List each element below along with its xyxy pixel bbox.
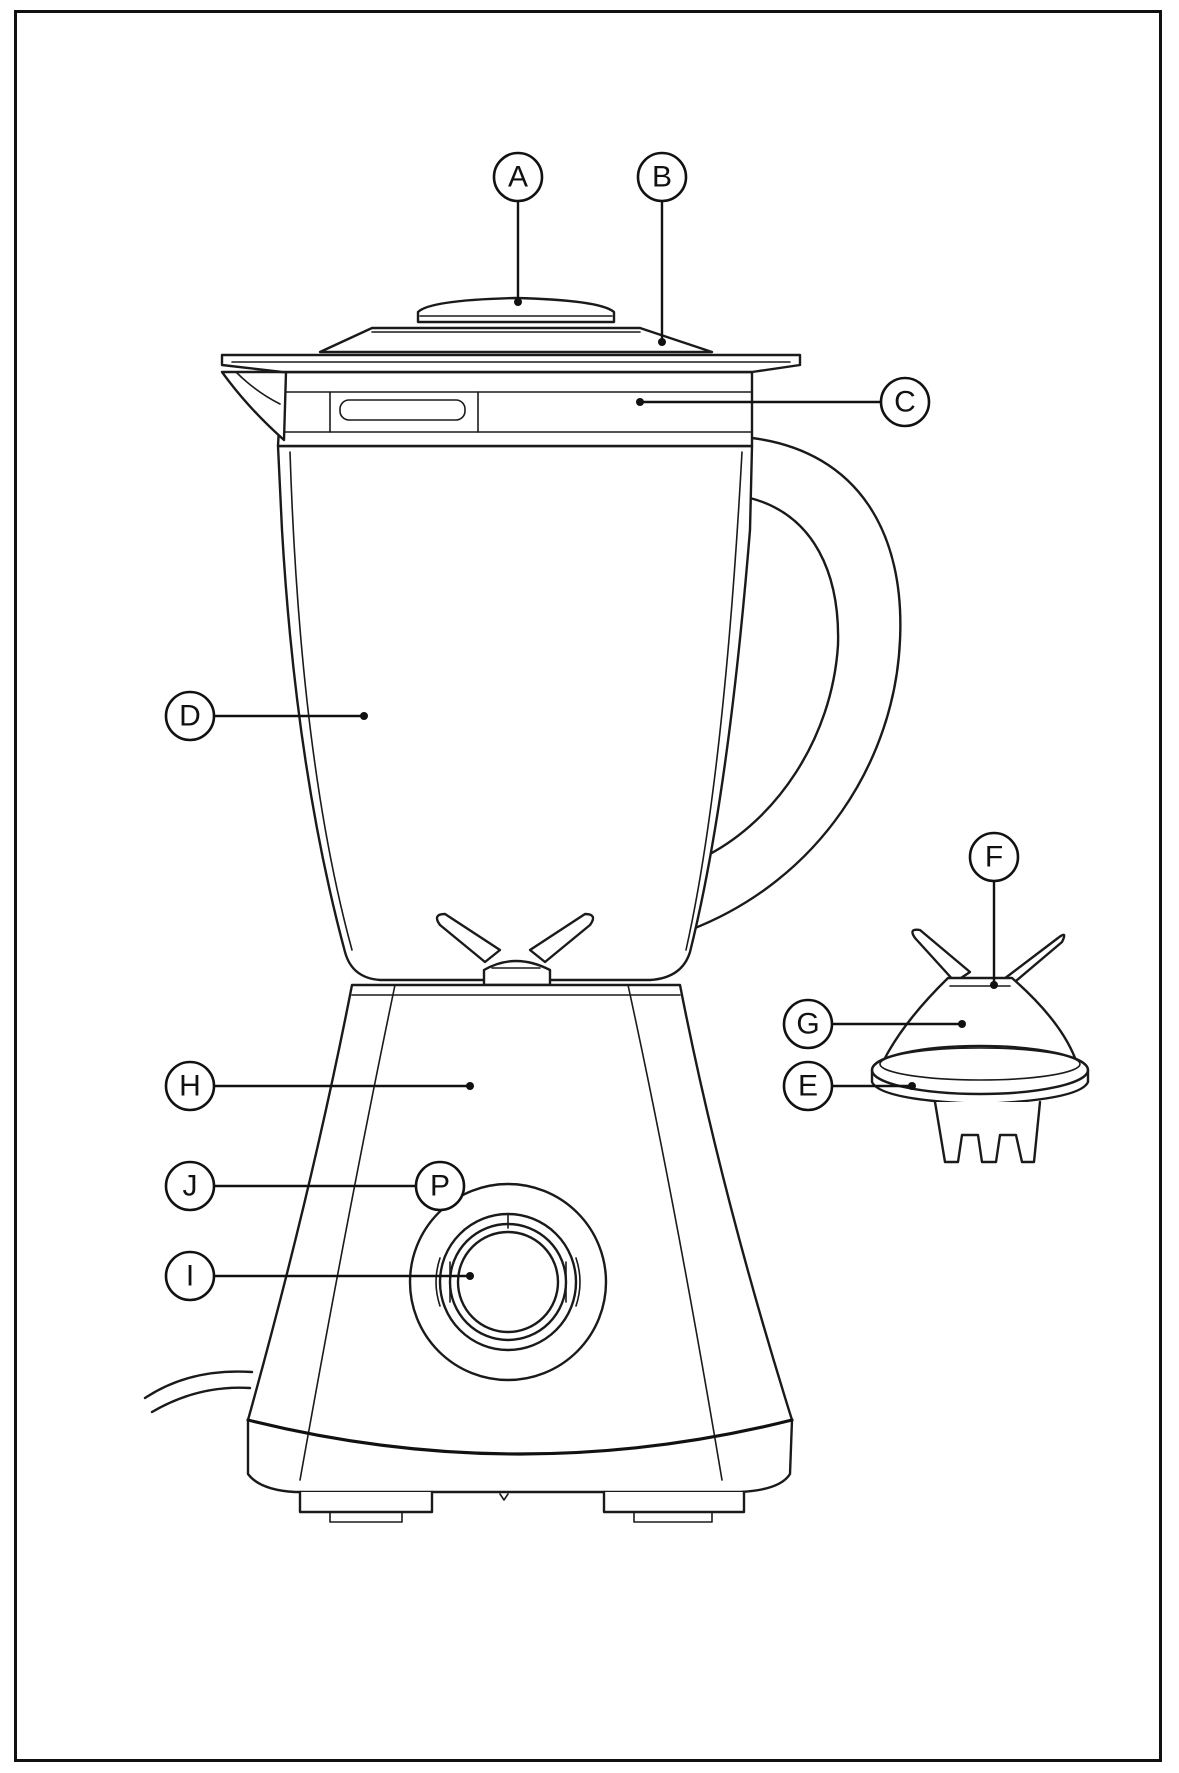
callout-b: B — [636, 151, 688, 203]
jug-blades — [435, 912, 595, 987]
lid — [220, 326, 802, 374]
callout-h: H — [164, 1060, 216, 1112]
callout-j: J — [164, 1160, 216, 1212]
callout-i: I — [164, 1250, 216, 1302]
callout-d-text: D — [179, 700, 201, 733]
callout-c: C — [879, 376, 931, 428]
leader-lines — [212, 198, 998, 1280]
callout-f-text: F — [985, 841, 1003, 874]
callout-h-text: H — [179, 1070, 201, 1103]
callout-g: G — [782, 998, 834, 1050]
callout-c-text: C — [894, 386, 916, 419]
callout-i-text: I — [186, 1260, 194, 1293]
callout-p: P — [414, 1160, 466, 1212]
control-knob — [408, 1182, 608, 1382]
jug-spout — [220, 370, 288, 442]
jug-body — [276, 444, 754, 982]
diagram-frame — [14, 10, 1162, 1762]
callout-g-text: G — [796, 1008, 819, 1041]
callout-d: D — [164, 690, 216, 742]
power-cord — [143, 1370, 254, 1414]
blade-assembly — [870, 928, 1090, 1164]
callout-p-text: P — [430, 1170, 450, 1203]
callout-j-text: J — [183, 1170, 198, 1203]
jug-collar — [276, 370, 754, 448]
callout-b-text: B — [652, 161, 672, 194]
callout-a-text: A — [508, 161, 528, 194]
callout-e: E — [782, 1060, 834, 1112]
callout-e-text: E — [798, 1070, 818, 1103]
callout-f: F — [968, 831, 1020, 883]
callout-a: A — [492, 151, 544, 203]
measuring-cap — [416, 296, 616, 324]
